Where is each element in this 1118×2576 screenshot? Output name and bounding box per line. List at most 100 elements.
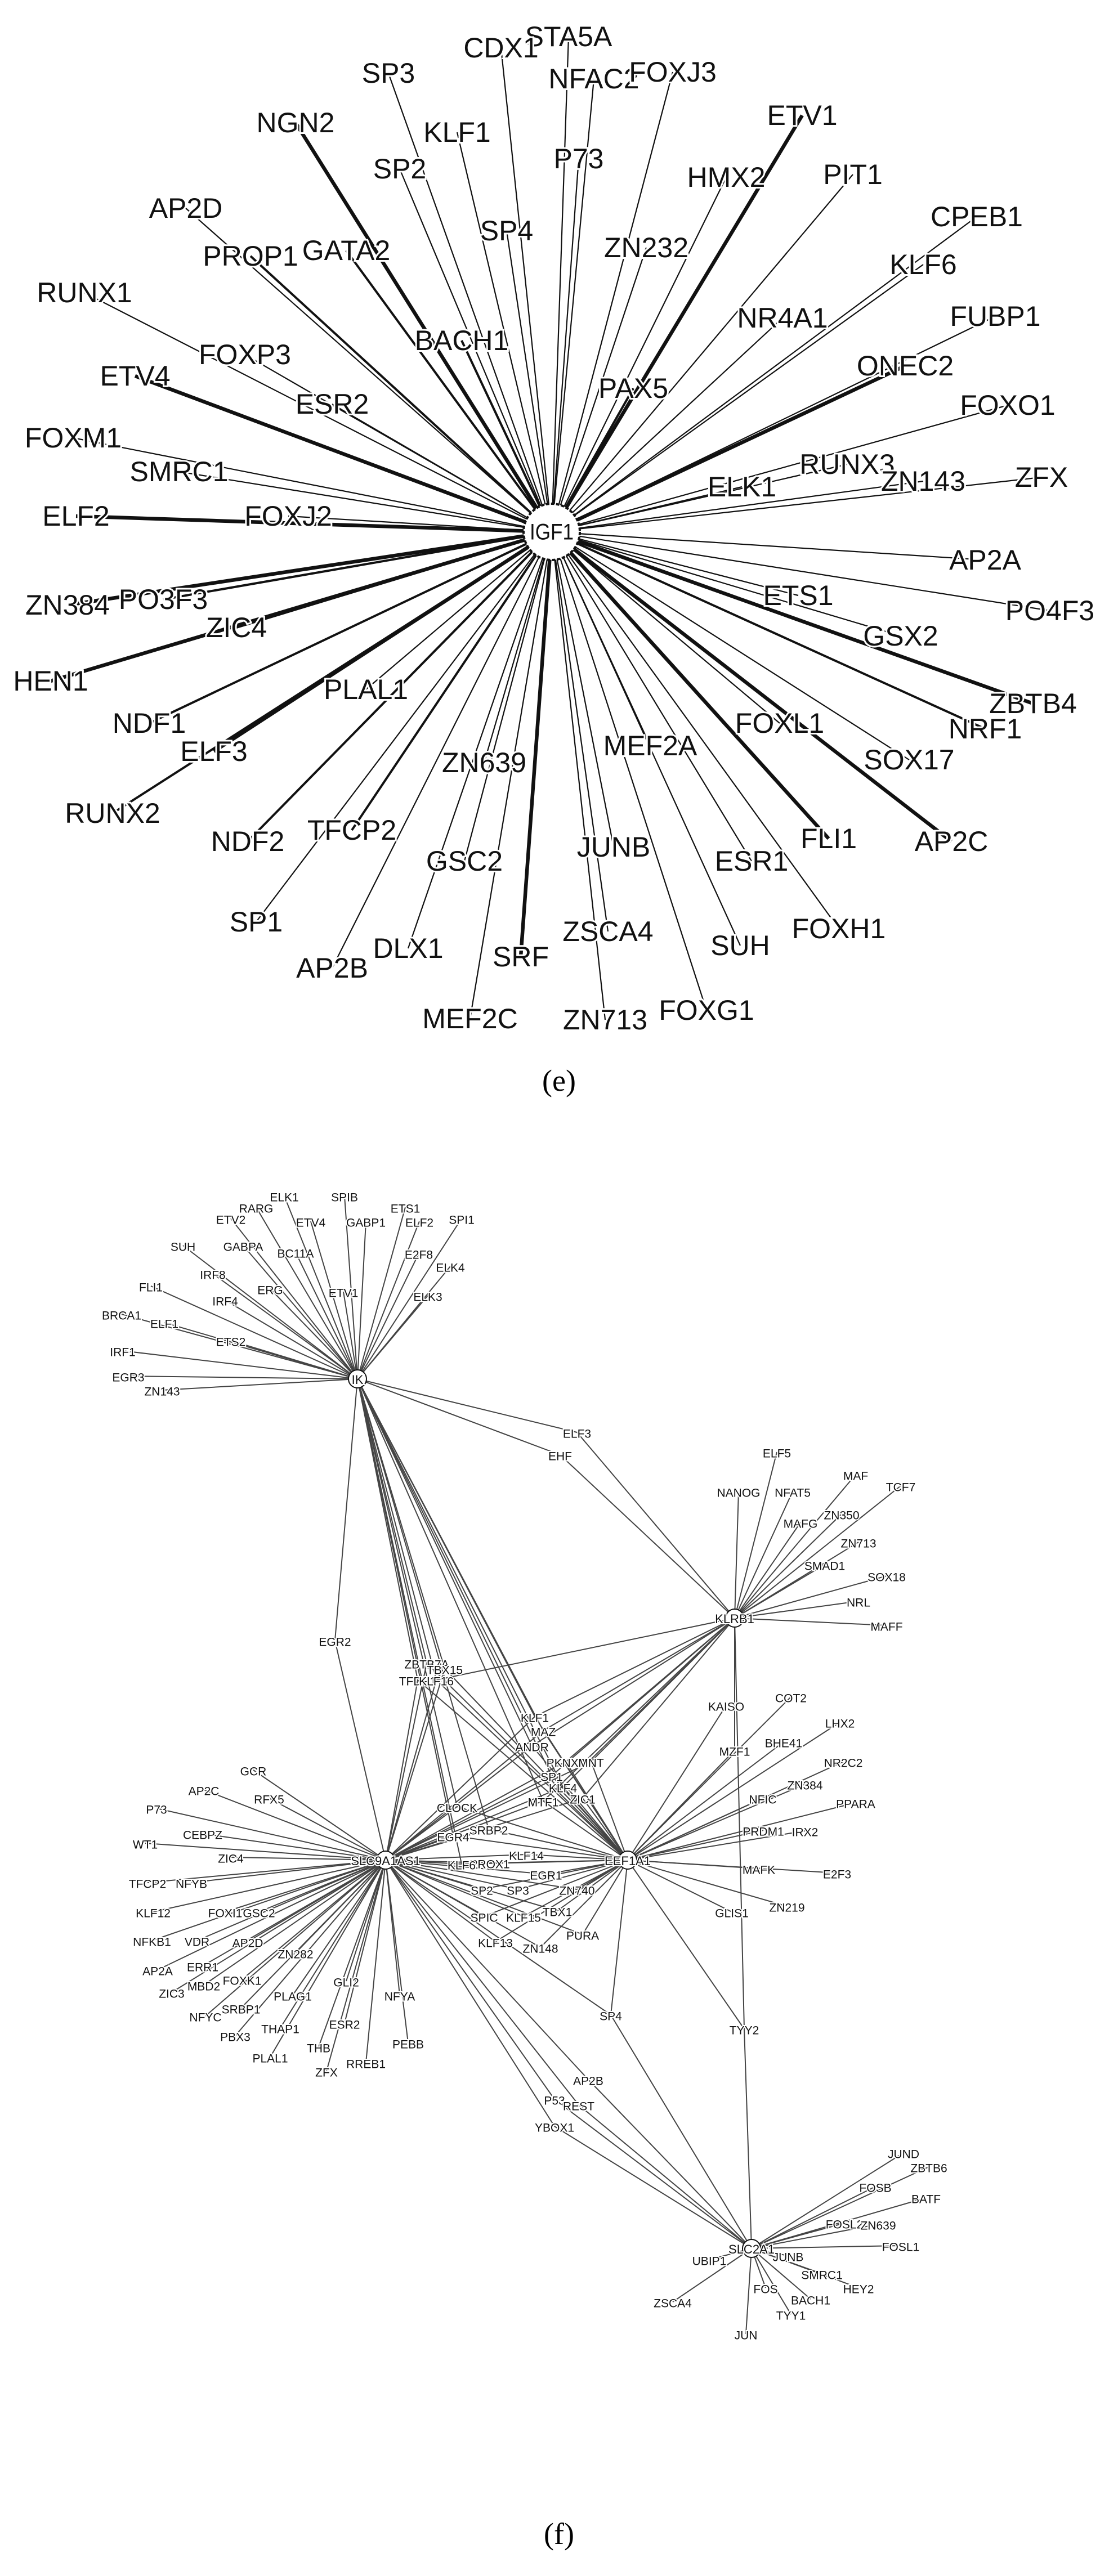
panel-f-caption: (f) — [544, 2517, 574, 2551]
edge-klf6-eef — [461, 1860, 628, 1865]
edge-runx1 — [84, 292, 552, 532]
node-plag1: PLAG1 — [274, 1991, 312, 2004]
edge-ap2b — [332, 531, 552, 969]
edge-rest-sleb — [385, 1860, 579, 2105]
node-maz: MAZ — [531, 1726, 556, 1739]
hub-node-igf1 — [522, 503, 581, 561]
edge-zn384 — [67, 530, 552, 607]
node-klf14: KLF14 — [509, 1850, 544, 1863]
node-zic1: ZIC1 — [570, 1794, 596, 1807]
edge-spi1-ik — [357, 1218, 462, 1379]
node-foxj2: FOXJ2 — [244, 500, 332, 532]
edge-sp4 — [506, 230, 553, 532]
edge-klf14-eef — [526, 1854, 628, 1861]
node-srbp1: SRBP1 — [222, 2004, 261, 2017]
node-zic4: ZIC4 — [206, 612, 267, 643]
edge-nfkb1-sleb — [151, 1860, 386, 1941]
edge-elk1-ik — [284, 1195, 358, 1379]
node-zn143: ZN143 — [881, 465, 965, 497]
node-klf12: KLF12 — [136, 1907, 171, 1920]
edge-elk3-ik — [357, 1295, 428, 1379]
node-ap2b: AP2B — [296, 952, 368, 984]
node-foxi1: FOXI1 — [208, 1907, 243, 1920]
node-thap1: THAP1 — [261, 2023, 299, 2036]
node-po4f3: PO4F3 — [1005, 595, 1094, 626]
panel-f-edges — [121, 1195, 929, 2335]
node-clock: CLOCK — [437, 1802, 477, 1815]
edge-srbp2-sleb — [385, 1829, 489, 1861]
edge-p53-slc2 — [554, 2099, 752, 2249]
node-ap2d: AP2D — [149, 192, 223, 224]
node-elf2: ELF2 — [405, 1217, 433, 1230]
edge-klf1-klrb1 — [534, 1618, 735, 1717]
edge-maff-klrb1 — [734, 1618, 887, 1626]
edge-clock-ik — [357, 1378, 458, 1807]
edge-zn232 — [551, 247, 647, 532]
edge-nfat5-klrb1 — [734, 1491, 793, 1619]
edge-gabp1-ik — [357, 1221, 366, 1379]
node-foxm1: FOXM1 — [25, 422, 122, 454]
edge-egr4-sleb — [385, 1835, 454, 1861]
node-fos: FOS — [753, 2283, 777, 2296]
node-zfx: ZFX — [315, 2067, 338, 2080]
node-sp4: SP4 — [480, 215, 534, 247]
edge-tbx1-eef — [557, 1860, 628, 1911]
edge-mtf1-klrb1 — [543, 1618, 735, 1802]
node-nrf1: NRF1 — [949, 713, 1022, 745]
edge-ap2a-sleb — [157, 1860, 386, 1970]
edge-fosl2-slc2 — [751, 2223, 845, 2249]
edge-ap2b-sleb — [385, 1860, 589, 2080]
node-gli2: GLI2 — [333, 1977, 359, 1990]
node-foxo1: FOXO1 — [960, 389, 1055, 421]
edge-sp3-eef — [517, 1860, 628, 1890]
node-klf15: KLF15 — [506, 1912, 541, 1925]
hub-node-klrb1 — [725, 1609, 744, 1628]
edge-egr3-ik — [128, 1376, 358, 1379]
edge-ndf1 — [149, 531, 552, 724]
edge-ets2-ik — [230, 1340, 358, 1379]
node-tyy2: TYY2 — [730, 2024, 759, 2037]
node-runx1: RUNX1 — [37, 277, 132, 308]
edge-nfac2 — [551, 78, 595, 532]
edge-sox17 — [551, 531, 910, 760]
edge-zn350-klrb1 — [734, 1513, 842, 1619]
node-fli1: FLI1 — [801, 823, 857, 854]
edge-rest-slc2 — [578, 2104, 752, 2249]
node-cebpz: CEBPZ — [183, 1829, 222, 1842]
edge-pknx2-sleb — [385, 1761, 566, 1861]
edge-fosl1-slc2 — [751, 2245, 901, 2249]
node-zn740: ZN740 — [559, 1885, 594, 1898]
edge-tyy1-slc2 — [751, 2248, 791, 2315]
edge-sp1-sleb — [385, 1775, 552, 1861]
edge-tbx15-eef — [444, 1668, 628, 1861]
edge-klf16-eef — [436, 1679, 628, 1861]
node-mef2a: MEF2A — [603, 730, 697, 761]
edge-mnt-sleb — [385, 1761, 592, 1861]
node-ngn2: NGN2 — [257, 107, 335, 138]
edge-ap2c-sleb — [203, 1789, 386, 1861]
edge-sp1-ik — [357, 1378, 552, 1776]
edge-plal1-sleb — [270, 1860, 386, 2058]
edge-bc11a-ik — [295, 1252, 358, 1379]
node-po3f3: PO3F3 — [119, 584, 208, 615]
node-egr3: EGR3 — [112, 1372, 144, 1385]
edge-foxm1 — [73, 437, 552, 533]
edge-klf15-eef — [523, 1860, 628, 1917]
edge-foxl1 — [551, 531, 780, 724]
edge-bhe41-eef — [627, 1741, 784, 1861]
node-err1: ERR1 — [187, 1961, 218, 1974]
edge-ngn2 — [294, 122, 553, 533]
edge-klf12-sleb — [153, 1860, 386, 1912]
edge-gata2 — [345, 249, 553, 533]
edge-klf6 — [551, 264, 924, 532]
edge-p53-sleb — [385, 1860, 555, 2100]
edge-pura-eef — [582, 1860, 628, 1935]
node-cot2: COT2 — [775, 1692, 807, 1705]
edge-ppara-eef — [627, 1802, 856, 1861]
node-nfyb: NFYB — [176, 1878, 207, 1891]
edge-etv2-ik — [230, 1218, 358, 1379]
edge-tbx1-sleb — [385, 1860, 558, 1911]
node-spi1: SPI1 — [449, 1214, 475, 1227]
